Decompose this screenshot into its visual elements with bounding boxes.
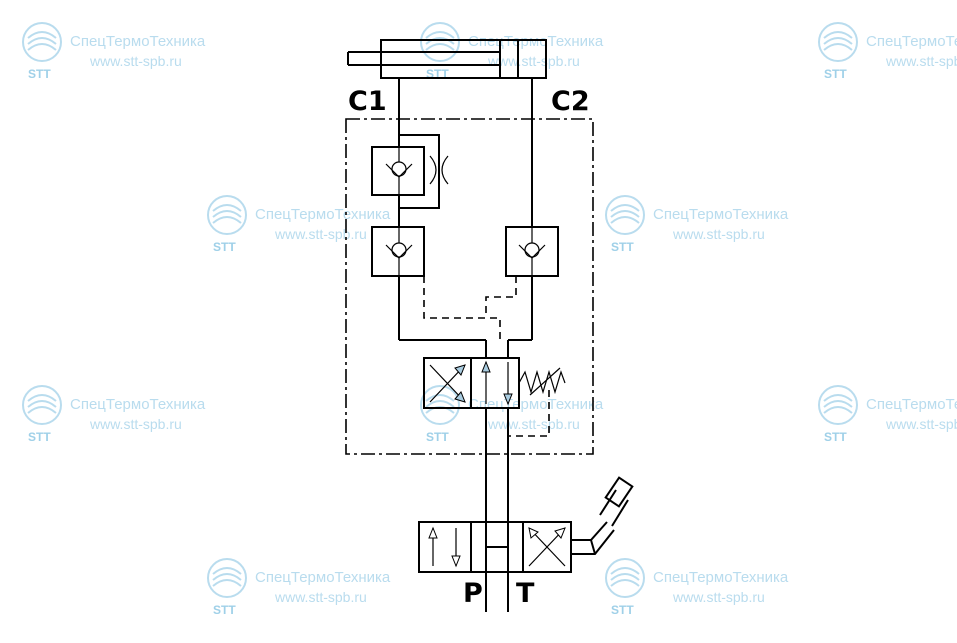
watermark-low-left: STT СпецТермоТехника www.stt-spb.ru: [22, 385, 206, 444]
cylinder-barrel: [380, 39, 547, 79]
watermark-company: СпецТермоТехника: [70, 33, 206, 50]
watermark-url: www.stt-spb.ru: [672, 226, 765, 242]
check-valve-with-orifice: [371, 134, 449, 209]
watermark-url: www.stt-spb.ru: [672, 589, 765, 605]
watermark-company: СпецТермоТехника: [866, 33, 957, 50]
watermark-bottom-left: STT СпецТермоТехника www.stt-spb.ru: [207, 558, 391, 617]
port-label-t: T: [516, 578, 535, 609]
watermark-badge: STT: [426, 430, 449, 444]
watermark-badge: STT: [824, 67, 847, 81]
spring-icon: [518, 369, 566, 395]
watermark-url: www.stt-spb.ru: [885, 416, 957, 432]
watermark-top-left: STT СпецТермоТехника www.stt-spb.ru: [22, 22, 206, 81]
watermark-low-right: STT СпецТермоТехника www.stt-spb.ru: [818, 385, 957, 444]
watermark-url: www.stt-spb.ru: [89, 53, 182, 69]
hydraulic-cylinder: [347, 39, 547, 79]
spring-adjust-icon: [529, 367, 561, 396]
pilot-line-c1: [423, 276, 501, 340]
watermark-company: СпецТермоТехника: [255, 206, 391, 223]
watermark-low-center: STT СпецТермоТехника www.stt-spb.ru: [420, 385, 604, 444]
watermark-url: www.stt-spb.ru: [487, 53, 580, 69]
watermark-layer: STT СпецТермоТехника www.stt-spb.ru STT …: [22, 22, 957, 617]
watermark-mid-left: STT СпецТермоТехника www.stt-spb.ru: [207, 195, 391, 254]
stt-logo-icon: [22, 385, 62, 425]
pilot-check-valve-c1: [371, 226, 425, 277]
lever-knob-icon: [604, 476, 634, 508]
stt-logo-icon: [22, 22, 62, 62]
stt-logo-icon: [818, 385, 858, 425]
check-ball-2: [391, 242, 407, 258]
watermark-url: www.stt-spb.ru: [885, 53, 957, 69]
watermark-top-right: STT СпецТермоТехника www.stt-spb.ru: [818, 22, 957, 81]
port-label-c2: C2: [551, 86, 590, 117]
valve-block-boundary: [345, 118, 594, 455]
watermark-company: СпецТермоТехника: [653, 569, 789, 586]
watermark-badge: STT: [824, 430, 847, 444]
watermark-url: www.stt-spb.ru: [487, 416, 580, 432]
port-label-c1: C1: [348, 86, 387, 117]
watermark-company: СпецТермоТехника: [70, 396, 206, 413]
stt-logo-icon: [605, 195, 645, 235]
watermark-url: www.stt-spb.ru: [89, 416, 182, 432]
arrow-head-icon: [528, 527, 539, 539]
orifice-bypass: [399, 134, 440, 209]
arrow-head-icon: [554, 527, 566, 539]
watermark-mid-right: STT СпецТермоТехника www.stt-spb.ru: [605, 195, 789, 254]
pressure-lines: [398, 78, 533, 612]
pilot-lines: [423, 276, 550, 437]
watermark-company: СпецТермоТехника: [653, 206, 789, 223]
pilot-line-spring: [508, 390, 550, 437]
directional-valve-left-cell: [418, 521, 472, 573]
check-valve-box-1: [371, 146, 425, 196]
check-valve-box-2: [371, 226, 425, 277]
watermark-company: СпецТермоТехника: [468, 33, 604, 50]
orifice-left: [429, 155, 437, 185]
selector-valve: [423, 357, 566, 409]
watermark-badge: STT: [611, 603, 634, 617]
arrow-up-icon: [428, 526, 438, 539]
stt-logo-icon: [207, 195, 247, 235]
watermark-badge: STT: [28, 67, 51, 81]
port-label-p: P: [463, 578, 483, 609]
arrow-head-icon: [454, 364, 466, 376]
directional-valve: [418, 476, 634, 573]
watermark-company: СпецТермоТехника: [866, 396, 957, 413]
arrow-up-icon: [481, 360, 491, 373]
directional-valve-right-cell: [522, 521, 572, 573]
stt-logo-icon: [420, 22, 460, 62]
arrow-down-icon: [503, 393, 513, 406]
pilot-line-c2: [485, 276, 517, 318]
lever-handle: [599, 489, 629, 527]
stt-logo-icon: [207, 558, 247, 598]
watermark-url: www.stt-spb.ru: [274, 589, 367, 605]
check-ball-3: [524, 242, 540, 258]
check-seat-1: [385, 163, 413, 178]
watermark-url: www.stt-spb.ru: [274, 226, 367, 242]
watermark-badge: STT: [213, 603, 236, 617]
watermark-badge: STT: [28, 430, 51, 444]
check-ball-1: [391, 161, 407, 177]
watermark-company: СпецТермоТехника: [255, 569, 391, 586]
arrow-down-icon: [451, 555, 461, 568]
pilot-check-valve-c2: [505, 226, 559, 277]
watermark-badge: STT: [611, 240, 634, 254]
stt-logo-icon: [605, 558, 645, 598]
watermark-bottom-right: STT СпецТермоТехника www.stt-spb.ru: [605, 558, 789, 617]
lever-arm: [571, 521, 615, 555]
arrow-head-icon: [454, 391, 466, 403]
watermark-company: СпецТермоТехника: [468, 396, 604, 413]
stt-logo-icon: [818, 22, 858, 62]
orifice-right: [441, 155, 449, 185]
watermark-badge: STT: [213, 240, 236, 254]
